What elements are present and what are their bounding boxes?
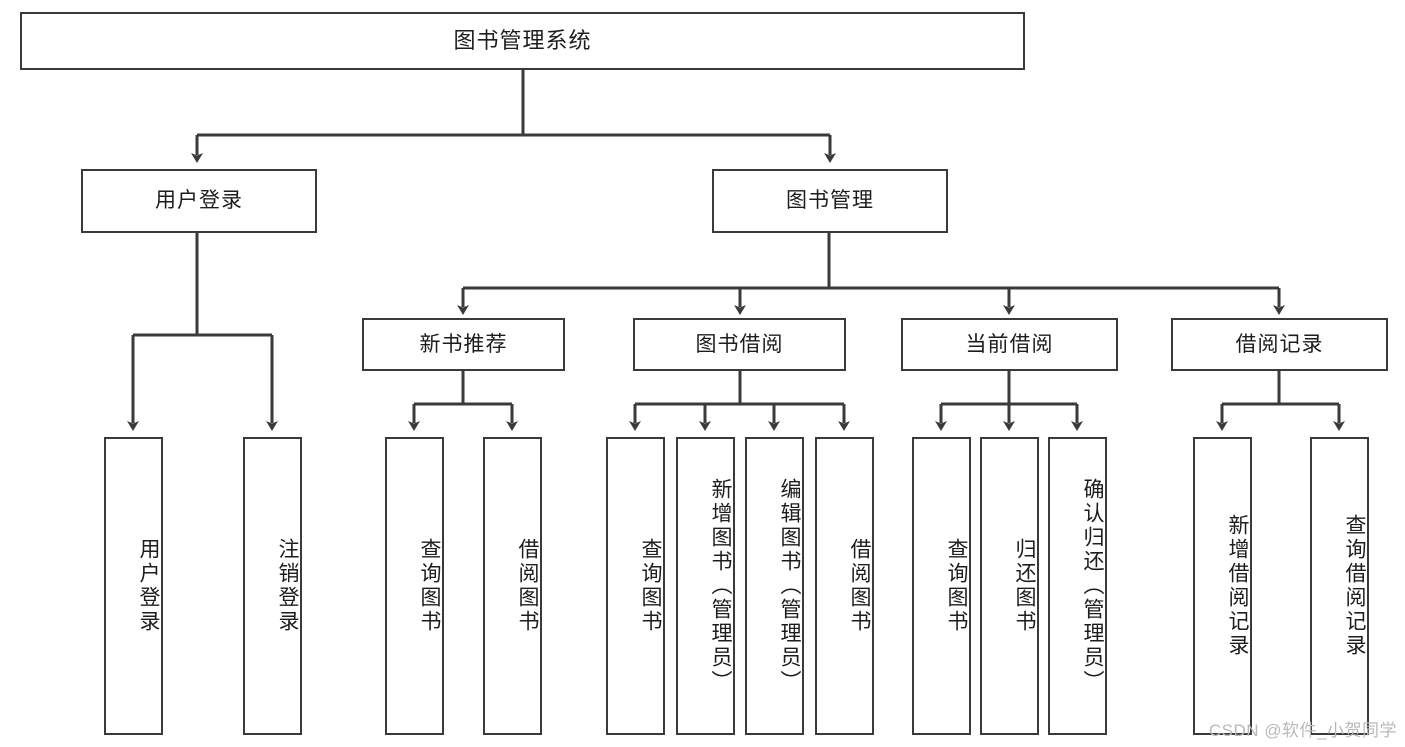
leaf-user-login-logout[interactable]: 注销登录 [243,437,302,735]
leaf-borrow-record-add[interactable]: 新增借阅记录 [1193,437,1252,735]
node-user-login[interactable]: 用户登录 [81,169,317,233]
node-book-management[interactable]: 图书管理 [712,169,948,233]
leaf-book-borrow-add[interactable]: 新增图书（管理员） [676,437,735,735]
leaf-book-borrow-query[interactable]: 查询图书 [606,437,665,735]
node-root-system[interactable]: 图书管理系统 [20,12,1025,70]
leaf-current-borrow-return[interactable]: 归还图书 [980,437,1039,735]
leaf-book-borrow-borrow[interactable]: 借阅图书 [815,437,874,735]
node-current-borrow[interactable]: 当前借阅 [901,318,1118,371]
node-borrow-record[interactable]: 借阅记录 [1171,318,1388,371]
leaf-borrow-record-query[interactable]: 查询借阅记录 [1310,437,1369,735]
leaf-book-borrow-edit[interactable]: 编辑图书（管理员） [745,437,804,735]
leaf-user-login-login[interactable]: 用户登录 [104,437,163,735]
leaf-current-borrow-confirm-return[interactable]: 确认归还（管理员） [1048,437,1107,735]
leaf-current-borrow-query[interactable]: 查询图书 [912,437,971,735]
csdn-watermark: CSDN @软件_小贺同学 [1208,721,1397,740]
leaf-new-book-query[interactable]: 查询图书 [385,437,444,735]
leaf-new-book-borrow[interactable]: 借阅图书 [483,437,542,735]
node-new-book-recommend[interactable]: 新书推荐 [362,318,565,371]
node-book-borrow[interactable]: 图书借阅 [633,318,846,371]
